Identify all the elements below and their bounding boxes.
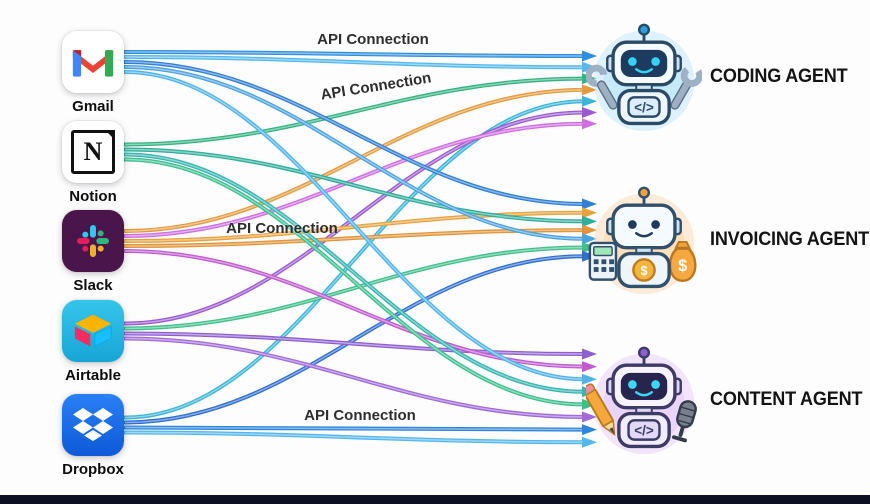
source-label: Airtable (65, 367, 121, 384)
notion-icon: N (62, 121, 124, 183)
connection-line (123, 157, 586, 407)
source-label: Dropbox (62, 461, 124, 478)
connection-arrowhead-icon (582, 424, 597, 436)
connection-line (123, 249, 586, 369)
connection-line (123, 425, 586, 432)
content-robot-icon: </> (586, 346, 697, 455)
agent-label: INVOICING AGENT (710, 229, 869, 250)
source-node-airtable[interactable]: Airtable (38, 300, 148, 384)
connection-line-highlight (124, 61, 585, 205)
connection-arrowhead-icon (582, 411, 597, 423)
agent-node-invoicing[interactable]: $ $ INVOICING AGENT (586, 182, 870, 298)
connection-line (123, 76, 586, 147)
source-node-slack[interactable]: Slack (38, 210, 148, 294)
connection-line-highlight (124, 158, 585, 406)
connection-line-highlight (124, 255, 585, 424)
connection-arrowhead-icon (582, 50, 597, 62)
connection-line-highlight (124, 250, 585, 368)
wrench-icon (586, 64, 702, 110)
connection-arrowhead-icon (582, 198, 597, 210)
microphone-icon (671, 400, 697, 443)
agent-node-content[interactable]: </> CONTENT AGENT (586, 342, 870, 458)
connection-line-highlight (124, 56, 585, 68)
connection-line-highlight (124, 89, 585, 232)
airtable-icon (62, 300, 124, 362)
gmail-icon (62, 31, 124, 93)
connection-line (123, 121, 586, 238)
slack-icon (62, 210, 124, 272)
dropbox-icon (62, 394, 124, 456)
svg-text:$: $ (678, 257, 687, 275)
connection-line (123, 60, 586, 206)
connection-line-highlight (124, 332, 585, 355)
connection-line (123, 110, 586, 326)
connection-line (123, 331, 586, 356)
connection-arrowhead-icon (582, 436, 597, 448)
connection-arrowhead-icon (582, 224, 597, 236)
pencil-icon (586, 383, 616, 436)
api-connection-label: API Connection (317, 31, 429, 48)
connection-arrowhead-icon (582, 361, 597, 373)
agent-label: CODING AGENT (710, 66, 848, 87)
svg-text:$: $ (641, 264, 648, 278)
connection-line-highlight (124, 123, 585, 237)
connection-line-highlight (124, 51, 585, 57)
connection-line (123, 99, 586, 420)
connection-line (123, 152, 586, 394)
invoicing-robot-icon: $ $ (588, 186, 697, 295)
agent-label: CONTENT AGENT (710, 389, 863, 410)
connection-line-highlight (124, 71, 585, 380)
connection-line (123, 65, 586, 241)
connection-arrowhead-icon (582, 107, 597, 118)
connection-line-highlight (124, 246, 585, 330)
connection-line (123, 430, 586, 445)
agent-node-coding[interactable]: </> CODING AGENT (586, 19, 855, 135)
connection-line (123, 147, 586, 224)
source-node-dropbox[interactable]: Dropbox (38, 394, 148, 478)
connection-line (123, 87, 586, 233)
source-label: Gmail (72, 98, 114, 115)
connection-line (123, 336, 586, 419)
svg-text:</>: </> (634, 423, 654, 438)
connection-line-highlight (124, 337, 585, 418)
connection-line-highlight (124, 148, 585, 223)
connection-arrowhead-icon (582, 207, 597, 219)
connection-arrowhead-icon (582, 118, 597, 130)
connection-line-highlight (124, 426, 585, 431)
bottom-edge-bar (0, 495, 870, 504)
api-connection-label: API Connection (304, 407, 416, 424)
connection-line (123, 55, 586, 70)
connection-line-highlight (124, 100, 585, 419)
connection-line-highlight (124, 431, 585, 443)
connection-arrowhead-icon (582, 84, 597, 96)
connection-arrowhead-icon (582, 215, 597, 227)
connection-arrowhead-icon (582, 233, 597, 245)
coding-robot-icon: </> (586, 23, 702, 132)
connection-line (123, 254, 586, 425)
connection-line (123, 245, 586, 331)
connection-arrowhead-icon (582, 95, 597, 107)
source-label: Slack (73, 277, 113, 294)
connection-line-highlight (124, 77, 585, 146)
connection-line-highlight (124, 66, 585, 240)
connection-line (123, 70, 586, 382)
svg-text:</>: </> (634, 100, 654, 115)
connection-arrowhead-icon (582, 373, 597, 385)
connection-line-highlight (124, 111, 585, 325)
source-node-notion[interactable]: N Notion (38, 121, 148, 205)
source-label: Notion (69, 188, 117, 205)
calculator-icon (588, 241, 618, 281)
api-connection-label: API Connection (226, 220, 338, 237)
connection-line (123, 50, 586, 58)
source-node-gmail[interactable]: Gmail (38, 31, 148, 115)
connection-arrowhead-icon (582, 348, 597, 360)
connection-line-highlight (124, 153, 585, 393)
